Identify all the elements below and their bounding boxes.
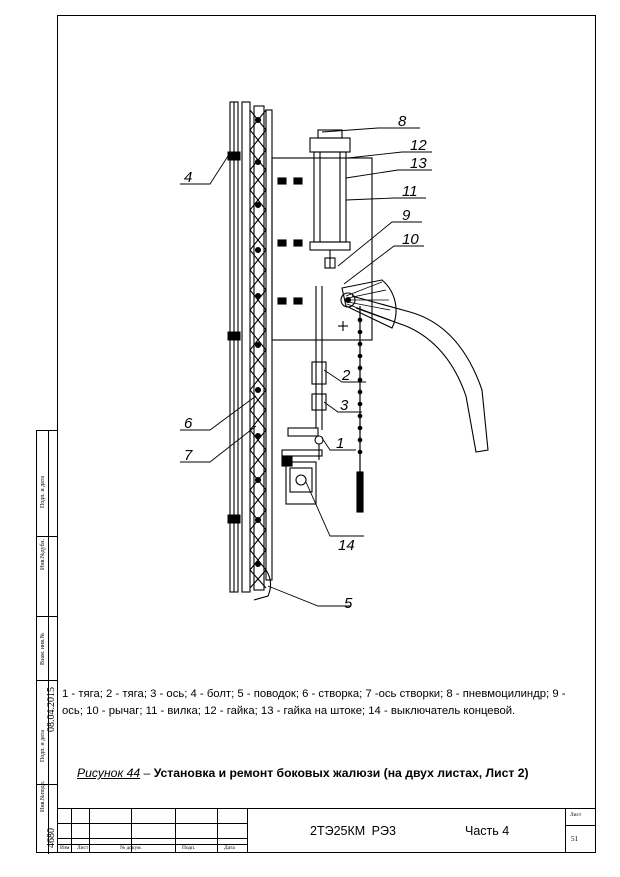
sidebar-cell-vzam-inv [37, 617, 57, 681]
sidebar-cell-sign-date-2 [37, 681, 57, 785]
callout-5: 5 [344, 595, 353, 612]
figure-dash: – [140, 766, 154, 780]
callout-11: 11 [402, 183, 418, 200]
callout-2: 2 [341, 367, 351, 384]
callout-7: 7 [184, 447, 193, 464]
callout-13: 13 [410, 155, 427, 172]
figure-title: Установка и ремонт боковых жалюзи (на дв… [153, 766, 529, 780]
figure-caption: Рисунок 44 – Установка и ремонт боковых … [77, 766, 529, 780]
document-code: 2ТЭ25КМ РЭ3 [310, 824, 396, 838]
callout-12: 12 [410, 137, 427, 154]
stamp-list: Лист [77, 845, 89, 851]
callout-1: 1 [336, 435, 344, 452]
sidebar-label-inv-podl: Инв.№подл. [40, 780, 46, 812]
sidebar-inner-column [48, 431, 58, 854]
stamp-ndokum: № докум. [120, 845, 142, 851]
callout-10: 10 [402, 231, 419, 248]
sidebar-cell-sign-date-1 [37, 431, 57, 537]
title-block [57, 808, 596, 853]
callout-6: 6 [184, 415, 193, 432]
sidebar-label-sign-date-1: Подп. и дата [40, 475, 46, 508]
stamp-sheet-label: Лист [570, 812, 582, 818]
callout-4: 4 [184, 169, 192, 186]
callout-9: 9 [402, 207, 411, 224]
sidebar-label-sign-date-2: Подп. и дата [40, 729, 46, 762]
sidebar-cell-inv-dubl [37, 537, 57, 617]
sidebar-label-vzam-inv: Взам. инв.№ [40, 632, 46, 665]
left-stamp-sidebar [36, 430, 58, 854]
document-part: Часть 4 [465, 824, 510, 838]
drawing-frame [57, 15, 596, 853]
stamp-sheet-number: 51 [571, 835, 578, 843]
sidebar-date-value: 08.04.2015 [46, 687, 57, 732]
technical-drawing: 8 12 13 11 9 10 4 2 3 6 7 1 14 5 [180, 101, 489, 612]
callout-8: 8 [398, 113, 407, 130]
figure-label: Рисунок 44 [77, 766, 141, 780]
stamp-podp: Подп. [182, 845, 196, 851]
callout-3: 3 [340, 397, 349, 414]
callout-14: 14 [338, 537, 355, 554]
sidebar-inv-podl-value: 4680 [46, 828, 57, 848]
stamp-izm: Изм [60, 845, 70, 851]
stamp-data: Дата [224, 845, 235, 851]
sidebar-label-inv-dubl: Инв.№дубл. [40, 539, 46, 570]
figure-legend: 1 - тяга; 2 - тяга; 3 - ось; 4 - болт; 5… [62, 688, 566, 717]
